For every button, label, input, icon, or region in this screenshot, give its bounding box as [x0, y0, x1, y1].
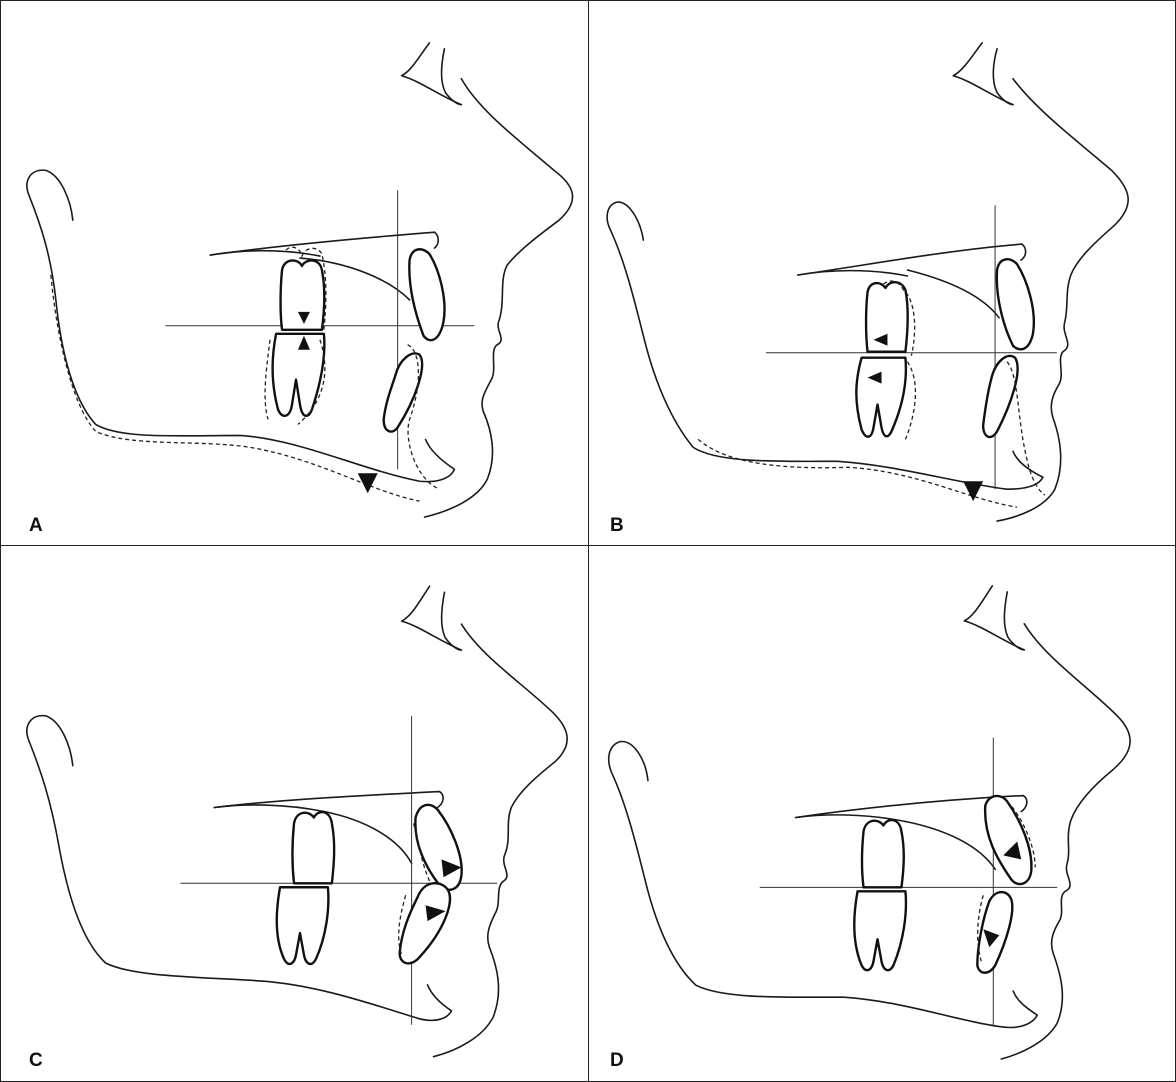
mandible-outline [607, 202, 1043, 489]
upper-incisor [997, 259, 1034, 349]
rotation-arrow [358, 473, 378, 493]
mandible-outline [609, 742, 1037, 1028]
upper-molar [862, 820, 904, 887]
soft-tissue-profile [425, 79, 573, 517]
panel-c: C [0, 546, 589, 1082]
panel-label: D [610, 1050, 624, 1072]
panel-label: C [29, 1050, 43, 1072]
upper-molar [293, 812, 335, 883]
panel-c-tracing [1, 546, 588, 1081]
panel-d: D [588, 546, 1176, 1082]
lower-molar [277, 887, 329, 964]
lower-molar [854, 891, 906, 970]
mandible-dashed [698, 439, 1017, 507]
lower-incisor [977, 892, 1012, 973]
lower-incisor [983, 356, 1017, 437]
lower-molar [856, 358, 906, 437]
panel-b: B [588, 0, 1176, 546]
lower-molar [273, 334, 325, 416]
panel-a-tracing [1, 1, 588, 545]
mandible-outline [27, 716, 452, 1021]
panel-label: A [29, 515, 43, 537]
panel-label: B [610, 515, 624, 537]
upper-incisor [409, 249, 444, 340]
panel-a: A [0, 0, 589, 546]
lower-incisor [400, 883, 450, 963]
upper-incisor [415, 805, 461, 890]
rotation-arrow [963, 481, 983, 501]
mandible-dashed [51, 275, 420, 501]
panel-b-tracing [588, 1, 1175, 545]
orbit-line [402, 43, 462, 105]
panel-d-tracing [588, 546, 1175, 1081]
